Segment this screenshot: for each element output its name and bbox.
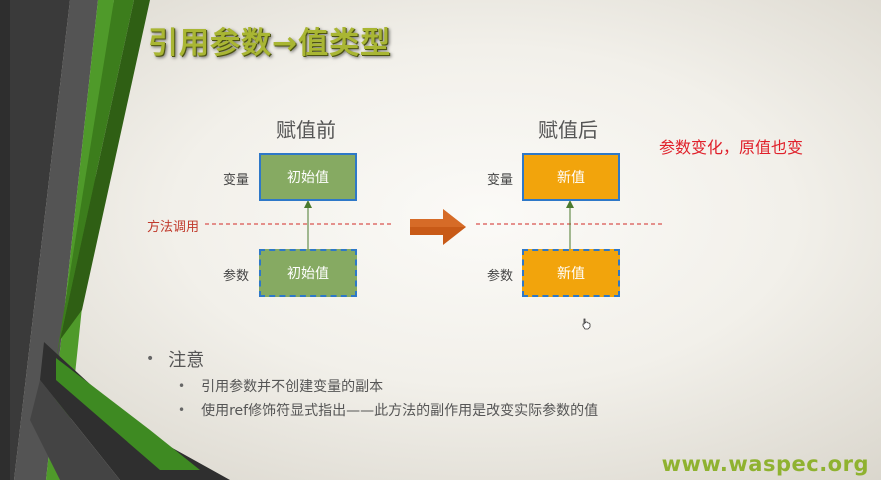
slide-title: 引用参数→值类型 xyxy=(148,26,392,61)
after-parameter-label: 参数 xyxy=(487,269,514,284)
after-variable-box: 新值 xyxy=(522,153,620,201)
notes-item: • 使用ref修饰符显式指出——此方法的副作用是改变实际参数的值 xyxy=(178,400,598,420)
before-variable-label: 变量 xyxy=(223,173,250,188)
notes-heading-item: • 注意 xyxy=(146,346,598,372)
before-parameter-label: 参数 xyxy=(223,269,250,284)
slide-left-edge xyxy=(0,0,10,480)
right-arrow-icon xyxy=(410,209,466,245)
notes-heading: 注意 xyxy=(168,350,205,371)
bullet-icon: • xyxy=(178,403,186,417)
after-variable-label: 变量 xyxy=(487,173,514,188)
notes-item-text: 引用参数并不创建变量的副本 xyxy=(201,379,384,395)
before-variable-value: 初始值 xyxy=(287,170,329,186)
before-assignment-title: 赋值前 xyxy=(276,118,336,142)
notes-item: • 引用参数并不创建变量的副本 xyxy=(178,376,598,396)
before-parameter-value: 初始值 xyxy=(287,266,329,282)
annotation-text: 参数变化，原值也变 xyxy=(659,138,804,157)
bullet-icon: • xyxy=(178,379,186,393)
after-parameter-value: 新值 xyxy=(557,266,585,282)
after-assignment-title: 赋值后 xyxy=(538,118,598,142)
notes-section: • 注意 • 引用参数并不创建变量的副本 • 使用ref修饰符显式指出——此方法… xyxy=(146,346,598,420)
footer-url: www.waspec.org xyxy=(661,452,869,476)
before-variable-box: 初始值 xyxy=(259,153,357,201)
hand-cursor-icon xyxy=(582,318,591,330)
before-parameter-box: 初始值 xyxy=(259,249,357,297)
notes-item-text: 使用ref修饰符显式指出——此方法的副作用是改变实际参数的值 xyxy=(201,403,599,419)
method-call-label: 方法调用 xyxy=(147,220,200,235)
bullet-icon: • xyxy=(146,351,155,367)
after-parameter-box: 新值 xyxy=(522,249,620,297)
after-variable-value: 新值 xyxy=(557,170,585,186)
